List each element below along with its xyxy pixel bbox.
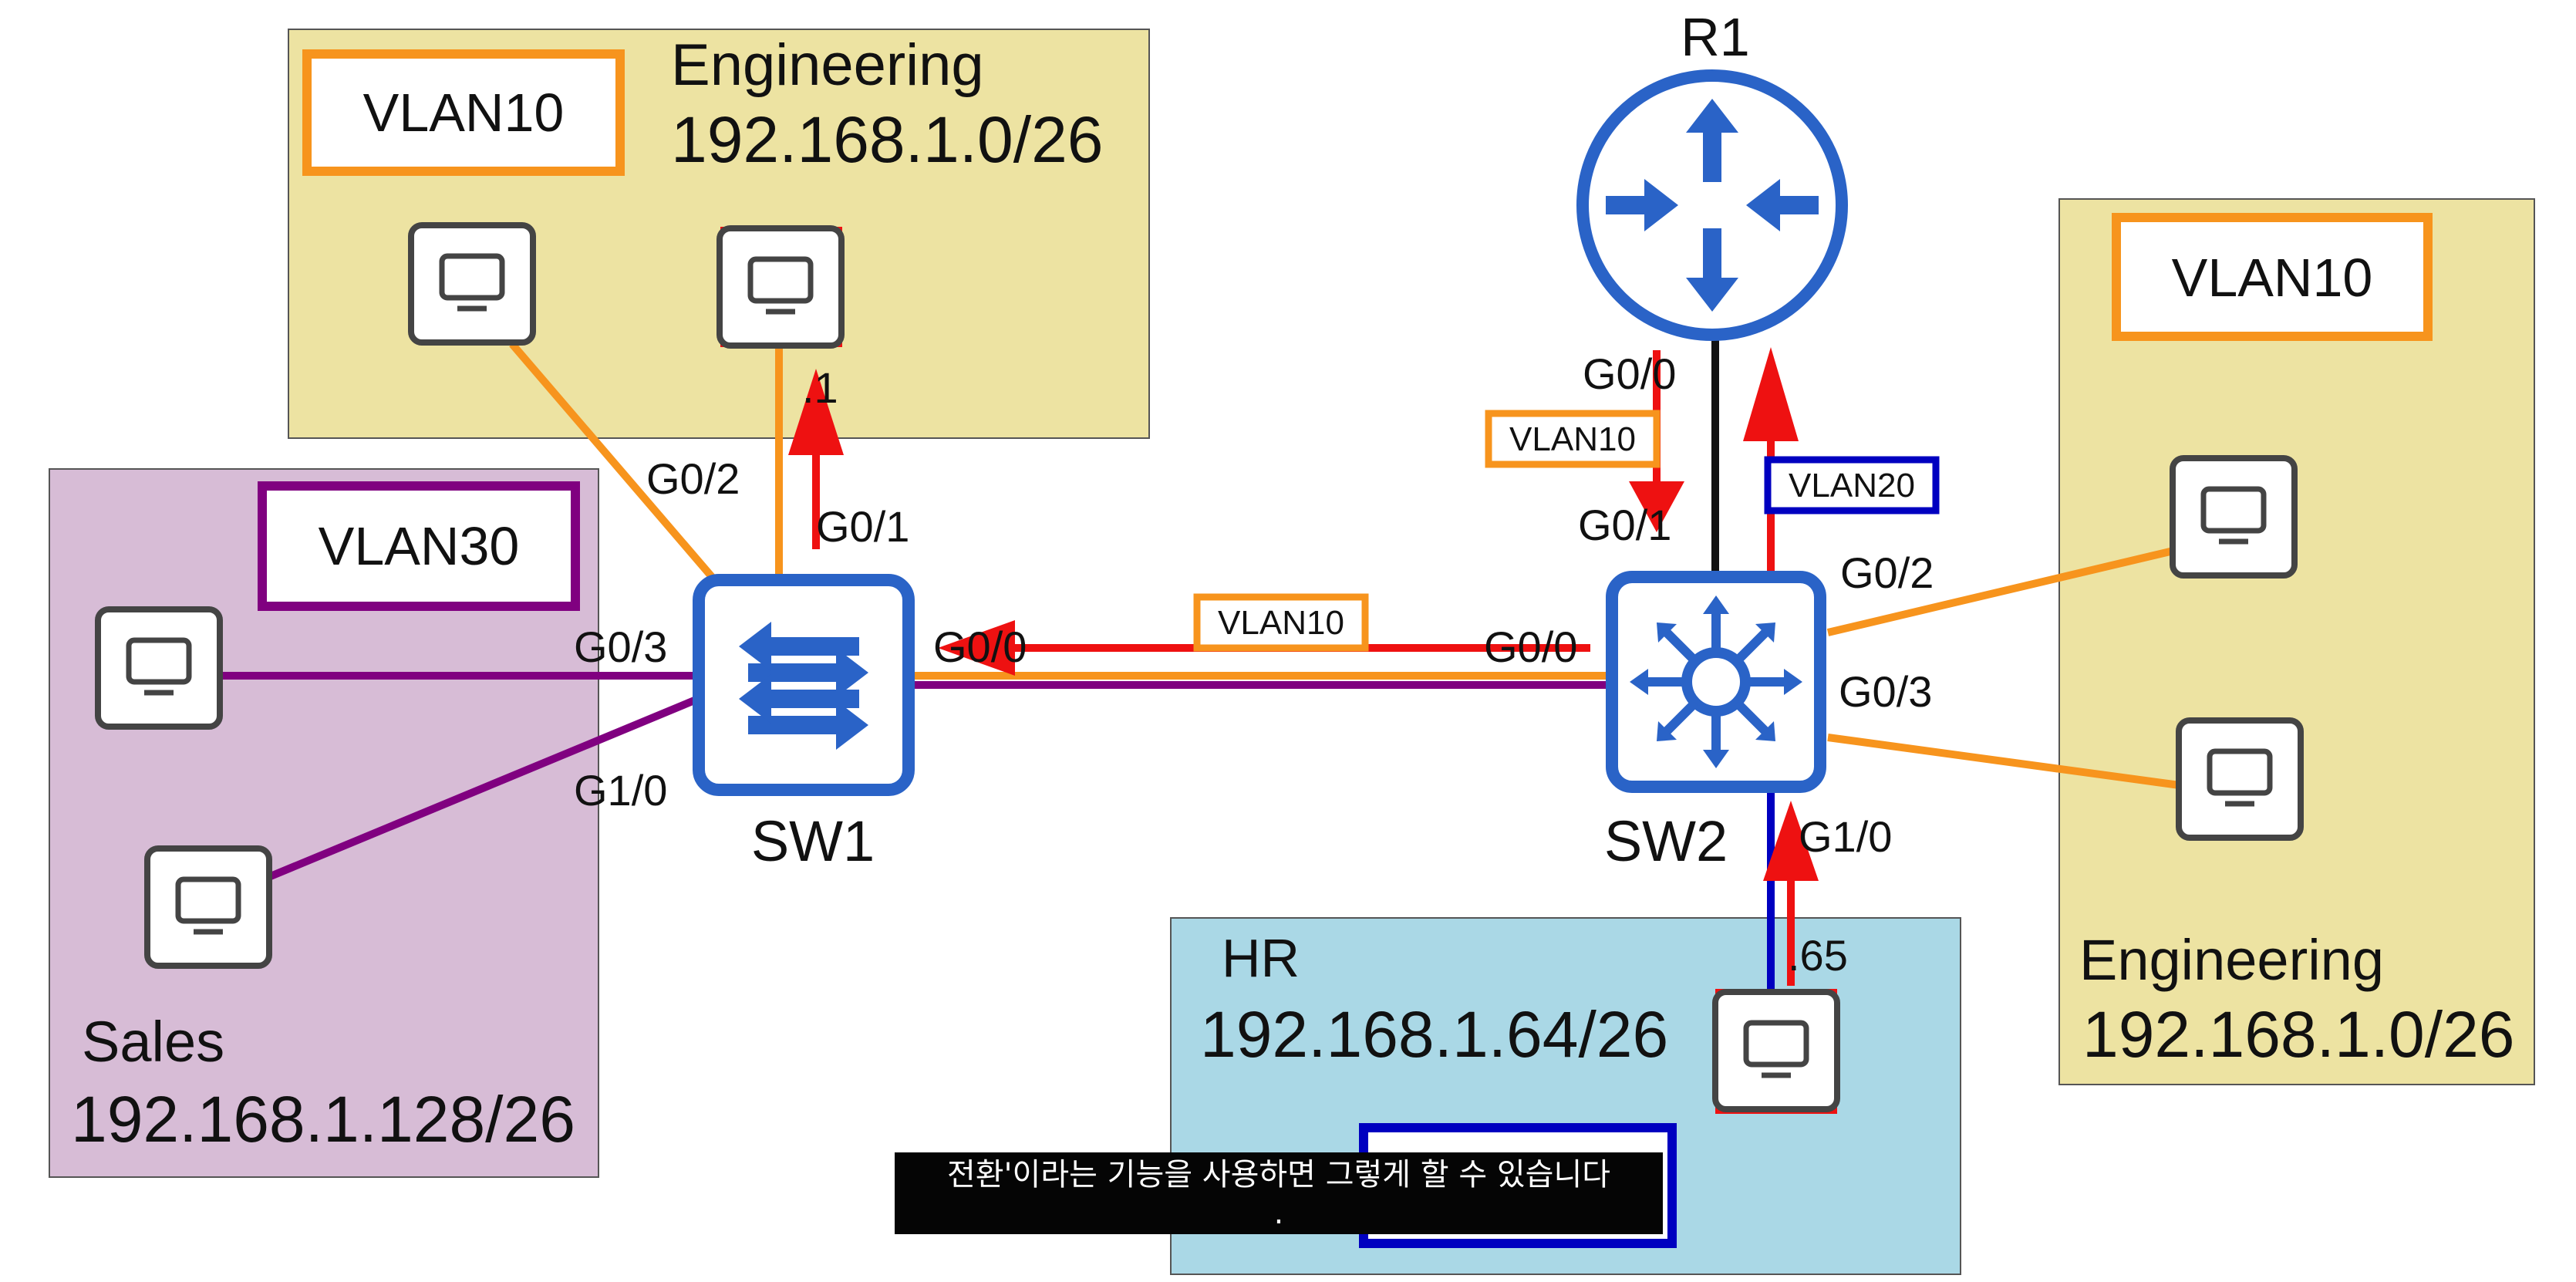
vlan30-label: VLAN30 — [319, 516, 520, 576]
pc-eng-top-1[interactable] — [411, 225, 533, 342]
pc-eng-right-2[interactable] — [2179, 720, 2301, 838]
vlan10-top-box — [302, 49, 625, 176]
port-sw1-g10: G1/0 — [574, 766, 667, 815]
port-sw1-g02: G0/2 — [646, 454, 740, 503]
port-sw2-g10: G1/0 — [1799, 812, 1892, 861]
sales-subnet: 192.168.1.128/26 — [71, 1083, 575, 1155]
sales-name: Sales — [82, 1010, 224, 1074]
vlan10-right-box — [2112, 213, 2433, 341]
port-sw2-g02: G0/2 — [1840, 548, 1934, 597]
switch-sw2-icon[interactable] — [1606, 571, 1826, 793]
port-sw2-g00: G0/0 — [1484, 622, 1577, 671]
host-hr-ip: .65 — [1788, 931, 1848, 980]
port-sw1-g01: G0/1 — [816, 502, 909, 551]
arrow-hr-sw2-head — [1763, 801, 1819, 881]
pc-eng-top-2[interactable] — [720, 227, 842, 347]
tag-r1-vlan10-box — [1485, 410, 1661, 468]
arrow-sw1-eng-head — [788, 369, 844, 455]
engineering-right-name: Engineering — [2079, 928, 2384, 992]
link-eng-pc1-sw1 — [509, 341, 720, 586]
vlan10-top-label: VLAN10 — [363, 83, 565, 143]
vlan10-right-label: VLAN10 — [2172, 248, 2373, 308]
tag-trunk-vlan10-box — [1193, 593, 1369, 652]
arrow-sw2-r1-head — [1743, 347, 1799, 441]
pc-sales-2[interactable] — [147, 848, 269, 966]
tag-r1-vlan20: VLAN20 — [1789, 467, 1915, 504]
tag-r1-vlan20-box — [1764, 456, 1940, 514]
subtitle-background — [895, 1152, 1663, 1234]
subtitle-line-2: . — [1273, 1196, 1284, 1231]
port-sw2-g01: G0/1 — [1578, 501, 1671, 549]
engineering-top-name: Engineering — [671, 32, 984, 98]
switch-sw1-icon[interactable] — [693, 574, 915, 796]
port-sw2-g03: G0/3 — [1839, 667, 1932, 716]
port-r1-g00: G0/0 — [1583, 349, 1676, 398]
arrow-sw2-sw1-head — [938, 620, 1015, 676]
hr-subnet: 192.168.1.64/26 — [1200, 998, 1668, 1071]
tag-trunk-vlan10: VLAN10 — [1218, 604, 1344, 642]
router-r1-icon[interactable] — [1576, 69, 1848, 341]
engineering-right-zone — [2058, 198, 2535, 1085]
arrow-r1-sw2-head — [1629, 481, 1684, 532]
hr-name: HR — [1222, 928, 1300, 988]
engineering-right-subnet: 192.168.1.0/26 — [2082, 998, 2515, 1071]
link-sales-pc2-sw1 — [265, 693, 703, 882]
port-sw1-g00: G0/0 — [933, 622, 1027, 671]
host-eng-ip: .1 — [802, 363, 838, 412]
engineering-top-subnet: 192.168.1.0/26 — [671, 103, 1104, 176]
pc-hr[interactable] — [1715, 989, 1837, 1114]
pc-eng-right-1[interactable] — [2173, 458, 2294, 575]
switch-sw2-label: SW2 — [1604, 809, 1728, 873]
link-sw2-eng-pc2 — [1827, 734, 2180, 789]
pc-sales-1[interactable] — [98, 609, 220, 727]
tag-r1-vlan10: VLAN10 — [1509, 420, 1636, 458]
subtitle: 전환'이라는 기능을 사용하면 그렇게 할 수 있습니다 . — [895, 1155, 1663, 1233]
switch-sw1-label: SW1 — [751, 809, 875, 873]
port-sw1-g03: G0/3 — [574, 622, 667, 671]
link-sw2-eng-pc1 — [1826, 547, 2175, 636]
subtitle-line-1: 전환'이라는 기능을 사용하면 그렇게 할 수 있습니다 — [946, 1157, 1611, 1193]
vlan30-box — [258, 481, 580, 611]
router-r1-label: R1 — [1681, 7, 1749, 67]
